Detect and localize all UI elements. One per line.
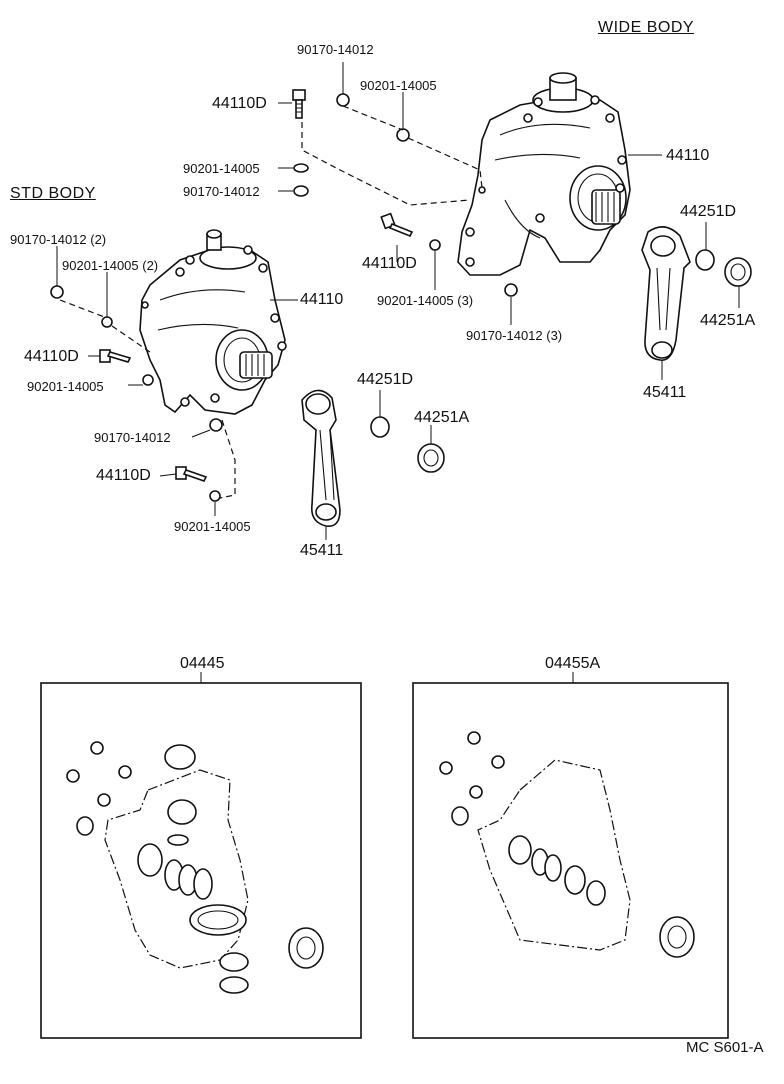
label-kit-04455A: 04455A (545, 655, 601, 672)
label-wide-90201-mid: 90201-14005 (183, 161, 260, 176)
label-wide-44110D-low: 44110D (362, 255, 417, 272)
std-bolt-a (99, 349, 132, 363)
label-wide-90201-top: 90201-14005 (360, 78, 437, 93)
std-nut-44251A (417, 443, 445, 473)
label-wide-90170-low: 90170-14012 (3) (466, 328, 563, 343)
std-nut-b (209, 418, 223, 432)
label-std-90170: 90170-14012 (2) (10, 232, 107, 247)
label-wide-90201-low: 90201-14005 (3) (377, 293, 474, 308)
wide-washer-low (429, 239, 441, 251)
std-gear-housing (139, 229, 287, 415)
reference-code: MC S601-A (686, 1039, 764, 1056)
label-std-44110D-a: 44110D (24, 348, 79, 365)
label-kit-04445: 04445 (180, 655, 225, 672)
label-std-90201: 90201-14005 (2) (62, 258, 159, 273)
label-std-90201-c: 90201-14005 (174, 519, 251, 534)
std-body-header: STD BODY (10, 185, 96, 202)
std-washer-44251D (370, 416, 390, 438)
label-std-44251A: 44251A (414, 409, 470, 426)
std-washer-c (209, 490, 221, 502)
label-wide-45411: 45411 (643, 384, 687, 401)
wide-gear-housing (457, 72, 631, 276)
label-wide-90170-top: 90170-14012 (297, 42, 374, 57)
std-nut-a (50, 285, 64, 299)
wide-bolt-low (380, 212, 414, 238)
std-bolt-b (175, 466, 208, 482)
kit-box-04455A (412, 682, 729, 1039)
wide-nut-top (336, 93, 350, 107)
label-wide-44251A: 44251A (700, 312, 756, 329)
label-std-90170-b: 90170-14012 (94, 430, 171, 445)
label-std-44110D-b: 44110D (96, 467, 151, 484)
wide-nut-low (504, 283, 518, 297)
std-washer-a (101, 316, 113, 328)
wide-bolt-top (292, 89, 306, 119)
label-wide-44251D: 44251D (680, 203, 737, 220)
wide-nut-44251A (724, 257, 752, 287)
kit-box-04445 (40, 682, 362, 1039)
std-washer-b (142, 374, 154, 386)
label-wide-44110: 44110 (666, 147, 710, 164)
label-wide-44110D-top: 44110D (212, 95, 267, 112)
wide-washer-44251D (695, 249, 715, 271)
wide-washer-mid (293, 163, 309, 173)
label-std-44251D: 44251D (357, 371, 414, 388)
kit-b-seals (439, 731, 695, 958)
kit-b-gasket (477, 759, 631, 951)
label-std-45411: 45411 (300, 542, 344, 559)
label-wide-90170-mid: 90170-14012 (183, 184, 260, 199)
kit-a-seals (66, 741, 324, 994)
wide-nut-mid (293, 185, 309, 197)
label-std-90201-b: 90201-14005 (27, 379, 104, 394)
wide-pitman-arm (641, 226, 691, 361)
std-pitman-arm (301, 389, 341, 527)
wide-body-header: WIDE BODY (598, 19, 695, 36)
label-std-44110: 44110 (300, 291, 344, 308)
wide-washer-top (396, 128, 410, 142)
